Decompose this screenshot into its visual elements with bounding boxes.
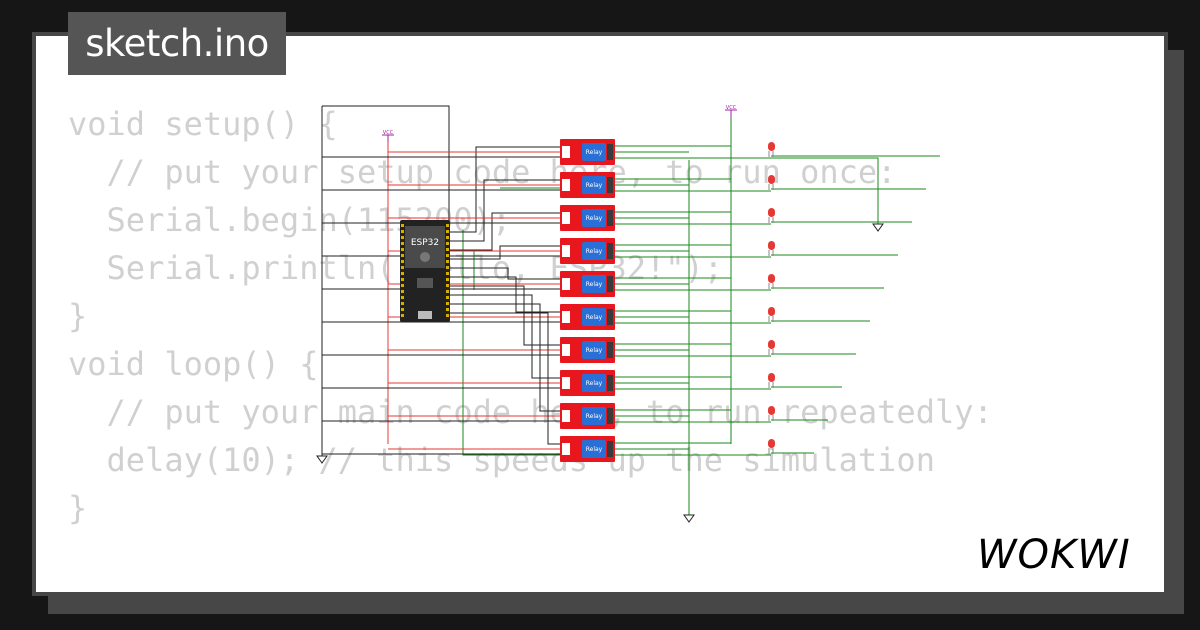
code-line: }: [68, 297, 88, 335]
vcc-label: VCC: [383, 130, 394, 136]
relay-label: Relay: [586, 314, 603, 321]
relay-label: Relay: [586, 380, 603, 387]
board-label: ESP32: [411, 238, 439, 248]
signal-wire: [770, 157, 879, 224]
ground-wire: [449, 179, 560, 242]
ground-wire: [449, 303, 560, 412]
vcc-label: VCC: [726, 105, 737, 111]
signal-wire: [462, 230, 560, 456]
relay-module: Relay: [560, 337, 615, 363]
relay-label: Relay: [586, 149, 603, 156]
logo-text: WOKWI: [977, 532, 1131, 578]
code-line: void loop() {: [68, 345, 319, 383]
ground-wire: [322, 105, 450, 230]
relay-module: Relay: [560, 370, 615, 396]
led: [768, 307, 775, 322]
relay-module: Relay: [560, 172, 615, 198]
ground-wire: [449, 294, 560, 379]
relay-module: Relay: [560, 436, 615, 462]
relay-label: Relay: [586, 182, 603, 189]
relay-label: Relay: [586, 248, 603, 255]
led: [768, 241, 775, 256]
relay-module: Relay: [560, 139, 615, 165]
relay-label: Relay: [586, 281, 603, 288]
led-column: [768, 142, 775, 454]
esp32-board[interactable]: ESP32: [400, 220, 450, 322]
relay-module: Relay: [560, 403, 615, 429]
code-line: void setup() {: [68, 105, 338, 143]
relay-module: Relay: [560, 238, 615, 264]
ground-symbol: [872, 223, 884, 232]
led: [768, 208, 775, 223]
vcc-symbol: VCC: [725, 105, 737, 117]
led: [768, 142, 775, 157]
ground-wire: [449, 285, 560, 346]
led: [768, 274, 775, 289]
ground-symbol: [316, 455, 328, 464]
led: [768, 373, 775, 388]
ground-wire: [449, 245, 560, 260]
led: [768, 439, 775, 454]
ground-wire: [449, 212, 560, 251]
relay-modules: RelayRelayRelayRelayRelayRelayRelayRelay…: [560, 139, 615, 462]
led: [768, 175, 775, 190]
file-tab[interactable]: sketch.ino: [68, 12, 286, 75]
relay-module: Relay: [560, 271, 615, 297]
wokwi-logo[interactable]: WOKWI: [977, 528, 1152, 578]
ground-symbol: [683, 514, 695, 523]
relay-label: Relay: [586, 446, 603, 453]
led: [768, 340, 775, 355]
relay-label: Relay: [586, 347, 603, 354]
relay-module: Relay: [560, 205, 615, 231]
vcc-symbol: VCC: [382, 130, 394, 142]
ground-wire: [449, 267, 560, 280]
relay-module: Relay: [560, 304, 615, 330]
code-line: }: [68, 489, 88, 527]
relay-label: Relay: [586, 215, 603, 222]
relay-label: Relay: [586, 413, 603, 420]
led: [768, 406, 775, 421]
ground-wire: [449, 312, 560, 445]
